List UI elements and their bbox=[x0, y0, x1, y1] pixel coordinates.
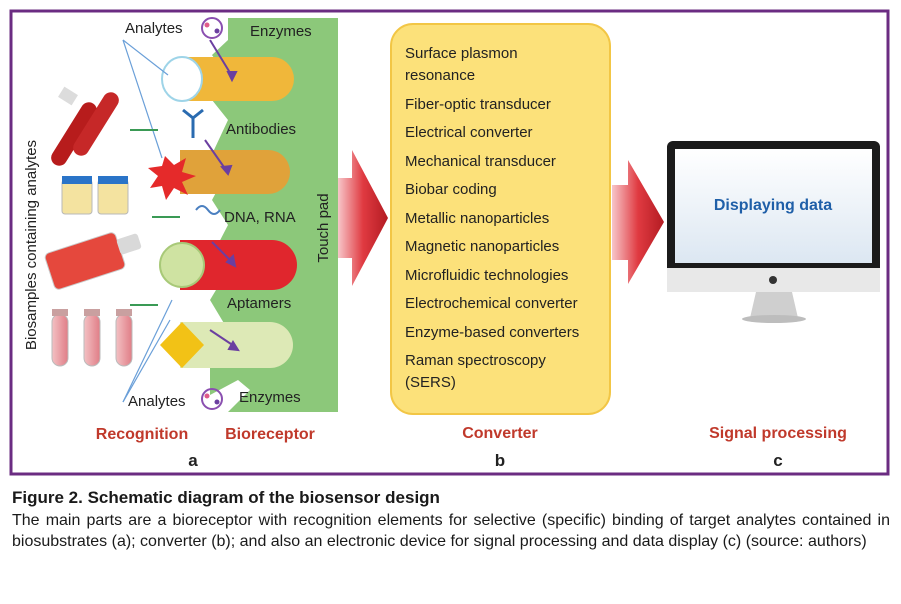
receptor-capsule-3 bbox=[180, 240, 297, 290]
sample-tubes-icon bbox=[51, 309, 133, 367]
urine-cups-icon bbox=[61, 176, 129, 215]
dna-site bbox=[159, 242, 205, 288]
antigen-star-icon bbox=[148, 156, 196, 200]
panel-letter-a: a bbox=[188, 451, 198, 470]
touch-pad-label: Touch pad bbox=[315, 193, 332, 262]
monitor-icon bbox=[667, 141, 880, 323]
dna-rna-label: DNA, RNA bbox=[224, 209, 296, 226]
converter-box bbox=[390, 23, 611, 415]
link-arrows bbox=[130, 129, 180, 306]
converter-item: Mechanical transducer bbox=[405, 153, 556, 170]
caption-body: The main parts are a bioreceptor with re… bbox=[12, 512, 890, 550]
converter-item: Enzyme-based converters bbox=[405, 324, 579, 341]
panel-letter-c: c bbox=[773, 451, 782, 470]
converter-item: Microfluidic technologies bbox=[405, 267, 568, 284]
converter-item: Magnetic nanoparticles bbox=[405, 238, 559, 255]
converter-item: Raman spectroscopy bbox=[405, 352, 546, 369]
antibodies-label: Antibodies bbox=[226, 121, 296, 138]
bioreceptor-label: Bioreceptor bbox=[225, 426, 315, 443]
touch-pad bbox=[210, 18, 338, 412]
molecule-icon bbox=[201, 388, 223, 410]
recognition-label: Recognition bbox=[96, 426, 188, 443]
blood-tubes-icon bbox=[51, 86, 119, 166]
aptamers-label: Aptamers bbox=[227, 295, 291, 312]
enzymes-bottom-label: Enzymes bbox=[239, 389, 301, 406]
dna-icon bbox=[195, 205, 221, 215]
enzymes-top-label: Enzymes bbox=[250, 23, 312, 40]
converter-item: Fiber-optic transducer bbox=[405, 96, 551, 113]
binding-arrows bbox=[204, 39, 240, 352]
flow-arrow-2 bbox=[612, 160, 664, 284]
caption-title: Figure 2. Schematic diagram of the biose… bbox=[12, 488, 440, 507]
apple-logo-icon bbox=[769, 276, 777, 284]
biosamples-label: Biosamples containing analytes bbox=[23, 140, 40, 350]
molecule-icon bbox=[201, 17, 223, 39]
culture-flask-icon bbox=[44, 232, 142, 290]
enzyme-site bbox=[161, 56, 203, 102]
converter-item: Biobar coding bbox=[405, 181, 497, 198]
flow-arrow-1 bbox=[338, 150, 388, 286]
analytes-bottom-label: Analytes bbox=[128, 393, 186, 410]
figure-caption: Figure 2. Schematic diagram of the biose… bbox=[12, 488, 890, 552]
aptamer-diamond-icon bbox=[160, 322, 204, 368]
receptor-capsule-4 bbox=[180, 322, 293, 368]
converter-item: Surface plasmon bbox=[405, 45, 518, 62]
converter-item: (SERS) bbox=[405, 374, 456, 391]
converter-label: Converter bbox=[462, 425, 538, 442]
converter-item: Electrical converter bbox=[405, 124, 533, 141]
guide-lines bbox=[122, 39, 173, 403]
receptor-capsule-2 bbox=[180, 150, 290, 194]
signal-processing-label: Signal processing bbox=[709, 425, 847, 442]
antibody-icon bbox=[182, 108, 204, 138]
panel-letter-b: b bbox=[495, 451, 505, 470]
analytes-top-label: Analytes bbox=[125, 20, 183, 37]
converter-item: Electrochemical converter bbox=[405, 295, 578, 312]
converter-item: Metallic nanoparticles bbox=[405, 210, 549, 227]
receptor-capsule-1 bbox=[180, 57, 294, 101]
screen-text: Displaying data bbox=[714, 197, 832, 214]
converter-item: resonance bbox=[405, 67, 475, 84]
